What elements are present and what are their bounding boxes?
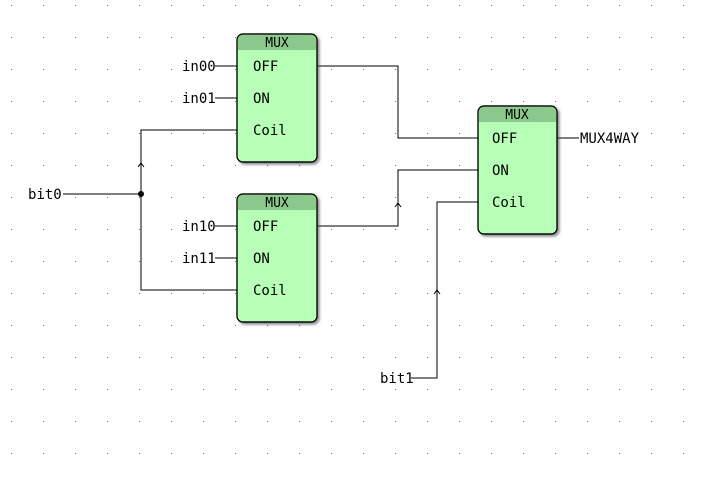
wires	[63, 65, 579, 379]
block-title: MUX	[265, 196, 289, 211]
direction-arrow	[394, 202, 402, 208]
pin-on-label: ON	[253, 251, 270, 267]
signal-bit1[interactable]: bit1	[380, 371, 414, 387]
wire-mux1-out[interactable]	[317, 65, 478, 139]
wire-bit0-to-mux2-coil[interactable]	[140, 194, 237, 291]
block-title: MUX	[265, 36, 289, 51]
pin-on-label: ON	[253, 91, 270, 107]
pin-coil-label: Coil	[492, 195, 526, 211]
signal-in11[interactable]: in11	[182, 251, 216, 267]
signal-bit0[interactable]: bit0	[28, 187, 62, 203]
mux-block-1[interactable]: MUX OFF ON Coil	[236, 33, 318, 163]
pin-coil-label: Coil	[253, 283, 287, 299]
direction-arrow	[137, 162, 145, 168]
pin-off-label: OFF	[253, 219, 278, 235]
pin-off-label: OFF	[253, 59, 278, 75]
mux-block-2[interactable]: MUX OFF ON Coil	[236, 193, 318, 323]
signal-in01[interactable]: in01	[182, 91, 216, 107]
junction-dot	[138, 191, 144, 197]
block-title: MUX	[505, 108, 529, 123]
wire-bit0-to-mux1-coil[interactable]	[140, 129, 237, 194]
signal-output-mux4way[interactable]: MUX4WAY	[580, 131, 640, 147]
pin-off-label: OFF	[492, 131, 517, 147]
signal-in10[interactable]: in10	[182, 219, 216, 235]
pin-coil-label: Coil	[253, 123, 287, 139]
pin-on-label: ON	[492, 163, 509, 179]
wire-mux2-out[interactable]	[317, 169, 478, 227]
mux-block-3[interactable]: MUX OFF ON Coil	[477, 105, 558, 235]
signal-in00[interactable]: in00	[182, 59, 216, 75]
direction-arrow	[433, 289, 441, 295]
